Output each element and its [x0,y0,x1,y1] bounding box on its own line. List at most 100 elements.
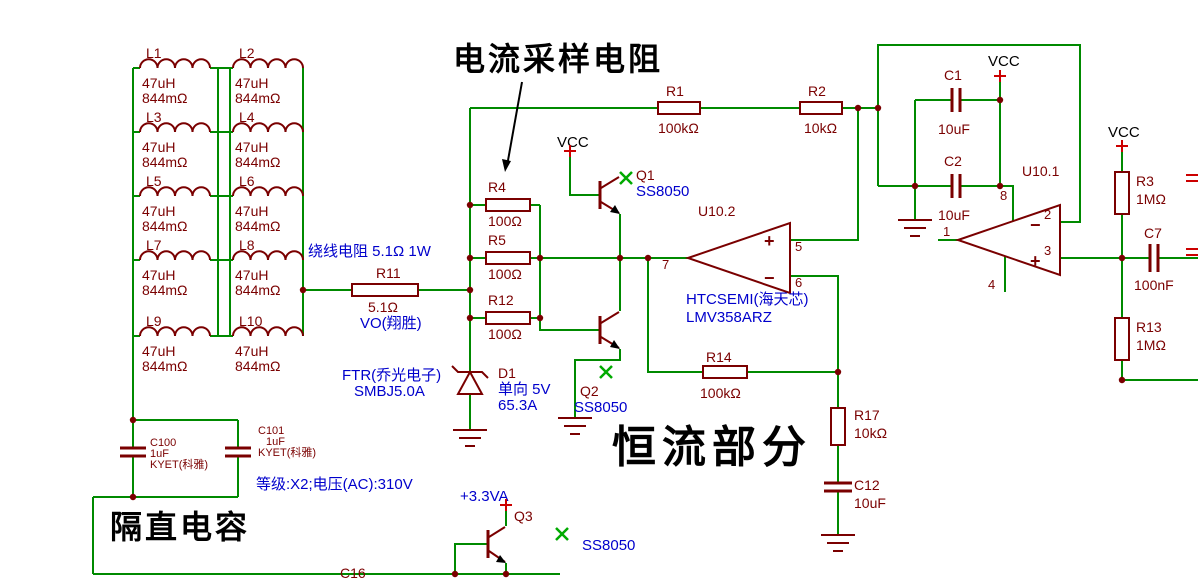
value-label: 100Ω [488,326,522,342]
capacitor-C100[interactable]: C100 1uF KYET(科雅) [120,437,208,471]
current-sense-title[interactable]: 电流采样电阻 [453,41,663,77]
part-label: SS8050 [582,537,635,554]
junction-dots [129,96,1126,578]
capacitor-C16-label[interactable]: C16 [340,565,366,579]
resistance-label: 844mΩ [235,90,281,106]
resistor-R5[interactable]: R5 100Ω [485,232,531,282]
value-label: 47uH [235,203,268,219]
inductor-L1[interactable]: L1 47uH 844mΩ [139,45,211,106]
part-label: SMBJ5.0A [354,383,425,400]
opamp-U10.1[interactable]: U10.1 − + 8 2 3 1 4 [943,163,1061,292]
ref-label: C1 [944,67,962,83]
ref-label: U10.2 [698,203,736,219]
value-label: 47uH [142,267,175,283]
value-label: 10kΩ [804,120,837,136]
dc-block-title[interactable]: 隔直电容 [110,509,250,545]
capacitor-C101[interactable]: C101 1uF KYET(科雅) [225,425,316,459]
ground-c12[interactable] [821,534,855,552]
cap-rating-note[interactable]: 等级:X2;电压(AC):310V [256,475,413,493]
inductor-L2[interactable]: L2 47uH 844mΩ [232,45,304,106]
noconnect-x-q2 [599,365,613,379]
value-label: 100kΩ [700,385,741,401]
ref-label: L2 [239,45,255,61]
transistor-Q2[interactable]: Q2 SS8050 [574,311,627,416]
pin3-label: 3 [1044,243,1051,258]
ref-label: L9 [146,313,162,329]
inductor-L9[interactable]: L9 47uH 844mΩ [139,313,211,374]
resistance-label: 844mΩ [142,358,188,374]
resistor-R3[interactable]: R3 1MΩ [1114,171,1166,215]
ref-label: R11 [376,265,401,281]
ground-q2[interactable] [558,417,592,435]
inductor-L7[interactable]: L7 47uH 844mΩ [139,237,211,298]
mfr-label: FTR(乔光电子) [342,367,441,384]
minus-input-symbol: − [764,268,775,288]
ref-label: L3 [146,109,162,125]
constant-current-title[interactable]: 恒流部分 [612,423,812,472]
resistance-label: 844mΩ [235,282,281,298]
resistor-R4[interactable]: R4 100Ω [485,179,531,229]
ref-label: Q2 [580,383,599,399]
resistance-label: 844mΩ [142,218,188,234]
inductor-L8[interactable]: L8 47uH 844mΩ [232,237,304,298]
wires[interactable] [92,44,1198,575]
pin5-label: 5 [795,239,802,254]
value-label: 5.1Ω [368,299,398,315]
capacitor-C2[interactable]: C2 10uF [938,153,970,223]
inductor-L6[interactable]: L6 47uH 844mΩ [232,173,304,234]
vcc-flag-r3[interactable]: VCC [1108,124,1140,152]
value-label: 1MΩ [1136,191,1166,207]
capacitor-C1[interactable]: C1 10uF [938,67,970,137]
ground-decoupling[interactable] [898,219,932,237]
ref-label: R12 [488,292,514,308]
plus-input-symbol: + [764,231,775,251]
resistor-R12[interactable]: R12 100Ω [485,292,531,342]
inductor-L4[interactable]: L4 47uH 844mΩ [232,109,304,170]
minus-input-symbol: − [1030,215,1041,235]
ref-label: D1 [498,365,516,381]
ref-label: C12 [854,477,880,493]
value-label: 100kΩ [658,120,699,136]
resistance-label: 844mΩ [142,90,188,106]
ground-d1[interactable] [453,429,487,447]
capacitor-C12[interactable]: C12 10uF [824,477,886,511]
ref-label: R17 [854,407,880,423]
v33a-flag[interactable]: +3.3VA [460,488,512,511]
ref-label: L10 [239,313,263,329]
transistor-Q3[interactable]: Q3 SS8050 [486,508,635,563]
ref-label: C2 [944,153,962,169]
transistor-Q1[interactable]: Q1 SS8050 [598,167,689,214]
ref-label: R14 [706,349,732,365]
current-sense-arrow [502,81,523,172]
resistance-label: 844mΩ [235,358,281,374]
desc2-label: 65.3A [498,397,537,414]
vcc-flag-decoupling[interactable]: VCC [988,53,1020,82]
inductor-L3[interactable]: L3 47uH 844mΩ [139,109,211,170]
opamp-U10.2[interactable]: U10.2 + − 5 6 7 HTCSEMI(海天芯) LMV358ARZ [662,203,809,326]
ref-label: U10.1 [1022,163,1060,179]
ref-label: Q1 [636,167,655,183]
resistor-R2[interactable]: R2 10kΩ [799,83,843,136]
inductor-L10[interactable]: L10 47uH 844mΩ [232,313,304,374]
capacitor-C7[interactable]: C7 100nF [1134,225,1174,293]
pin7-label: 7 [662,257,669,272]
vcc-flag-q1[interactable]: VCC [557,134,589,157]
vcc-label: VCC [557,134,589,151]
value-label: 10uF [938,121,970,137]
v33a-label: +3.3VA [460,488,509,505]
diode-D1[interactable]: D1 单向 5V 65.3A FTR(乔光电子) SMBJ5.0A [342,365,551,414]
resistor-R17[interactable]: R17 10kΩ [830,407,887,446]
noconnect-x-q1 [619,171,633,185]
inductor-L5[interactable]: L5 47uH 844mΩ [139,173,211,234]
resistor-R13[interactable]: R13 1MΩ [1114,317,1166,361]
resistor-R11[interactable]: 绕线电阻 5.1Ω 1W R11 5.1Ω VO(翔胜) [308,243,432,332]
ref-label: R3 [1136,173,1154,189]
ref-label: C100 [150,437,176,449]
resistor-R1[interactable]: R1 100kΩ [657,83,701,136]
resistance-label: 844mΩ [235,154,281,170]
value-label: 47uH [142,75,175,91]
part-label: KYET(科雅) [150,457,208,471]
resistor-R14[interactable]: R14 100kΩ [700,349,748,401]
value-label: 100Ω [488,266,522,282]
